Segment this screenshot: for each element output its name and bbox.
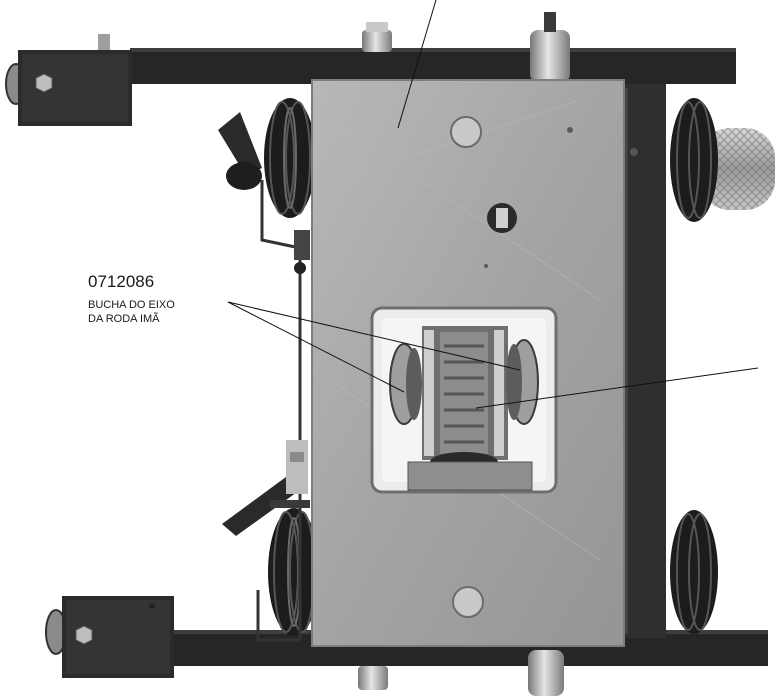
part-description-line-2: DA RODA IMÃ bbox=[88, 313, 160, 325]
lower-locking-lever bbox=[222, 440, 310, 536]
bottom-knob-left bbox=[358, 666, 388, 690]
leader-plate bbox=[397, 0, 437, 129]
magnet-wheel-assembly bbox=[422, 326, 508, 472]
knurled-handle bbox=[700, 128, 775, 210]
top-knob-left bbox=[362, 22, 392, 52]
plate-center-hole bbox=[487, 203, 517, 233]
leader-bushing-left bbox=[227, 301, 405, 393]
bottom-left-end-block bbox=[45, 596, 174, 678]
lower-right-guide-wheel bbox=[670, 510, 718, 634]
leader-bushing-right bbox=[227, 301, 521, 371]
leader-lines bbox=[227, 0, 759, 409]
plate-top-bolt bbox=[450, 116, 482, 148]
top-rail-bar bbox=[130, 48, 736, 84]
part-description: BUCHA DO EIXO DA RODA IMÃ bbox=[88, 298, 248, 326]
left-bushing bbox=[389, 343, 422, 425]
upper-right-guide-wheel bbox=[670, 98, 718, 222]
plate-small-screws bbox=[484, 127, 638, 268]
top-post-right bbox=[530, 12, 570, 82]
part-description-line-1: BUCHA DO EIXO bbox=[88, 299, 175, 311]
upper-locking-lever bbox=[218, 112, 262, 190]
upper-left-guide-wheel bbox=[264, 98, 316, 218]
part-number-label: 0712086 bbox=[88, 272, 155, 291]
right-bushing bbox=[506, 339, 539, 425]
top-left-end-block bbox=[5, 34, 132, 126]
bottom-post-right bbox=[528, 650, 564, 696]
magnet-base-block bbox=[407, 461, 533, 491]
leader-magnet-wheel bbox=[475, 367, 759, 409]
right-side-frame bbox=[620, 84, 666, 638]
plate-bottom-bolt bbox=[452, 586, 484, 618]
lower-left-guide-wheel bbox=[268, 508, 320, 636]
